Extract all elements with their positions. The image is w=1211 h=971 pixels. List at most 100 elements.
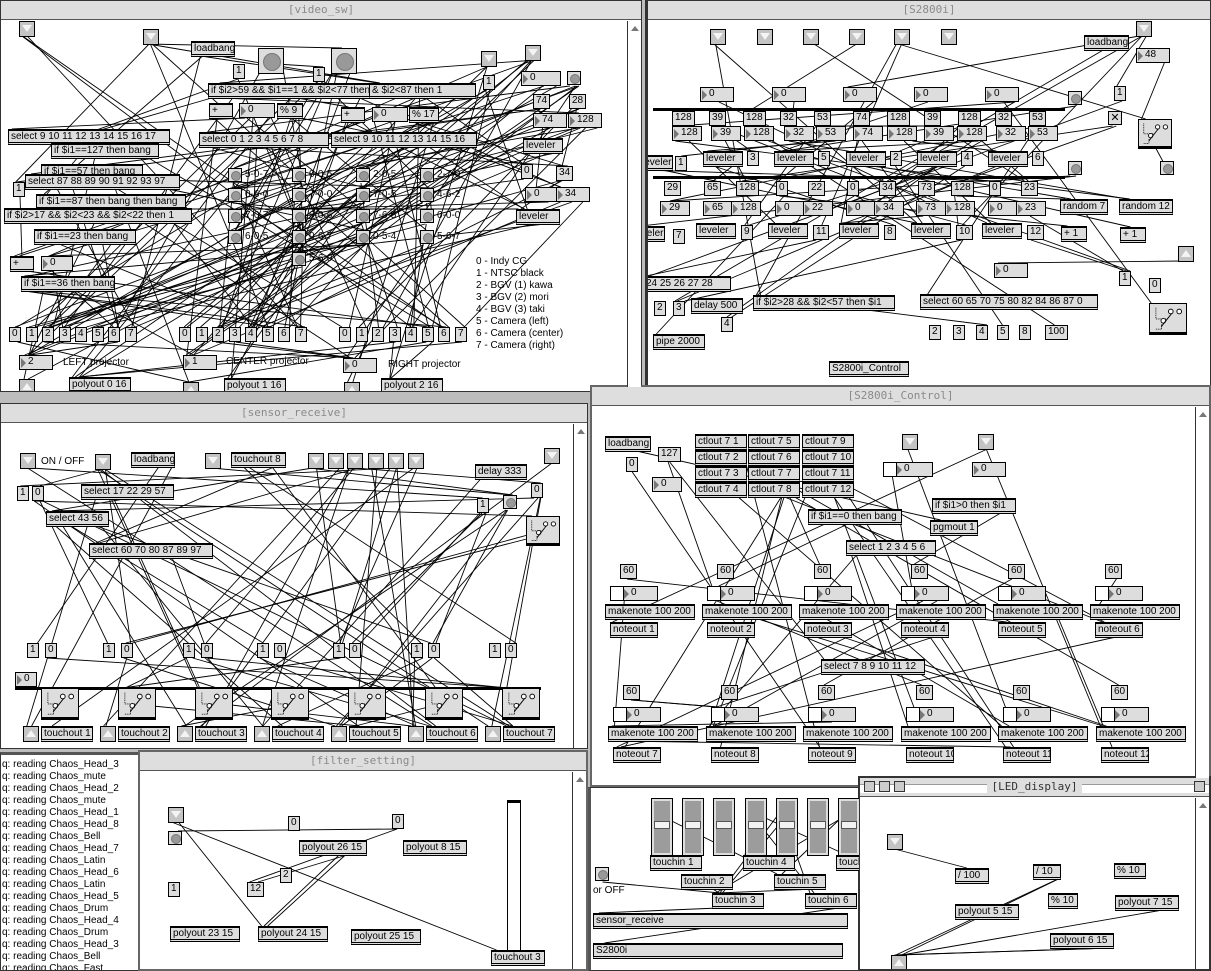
number-box[interactable]: 128	[672, 126, 702, 141]
message-box[interactable]: 2	[929, 325, 941, 340]
x-toggle[interactable]: ✕	[1108, 111, 1122, 125]
patch-cord[interactable]	[186, 117, 218, 356]
message-box[interactable]: 39	[924, 111, 942, 126]
message-box[interactable]: 1	[1119, 271, 1131, 286]
patch-cord[interactable]	[316, 467, 342, 644]
patch-cord[interactable]	[842, 636, 1107, 727]
message-box[interactable]: 29	[664, 181, 682, 196]
bang-button[interactable]	[168, 831, 182, 845]
max-object[interactable]: polyout 6 15	[1050, 933, 1114, 949]
max-object[interactable]: makenote 100 200	[799, 604, 889, 620]
message-box[interactable]: 3	[747, 151, 759, 166]
window-title-bar[interactable]: [S2800i_Control]	[592, 387, 1209, 406]
message-box[interactable]: 73	[918, 181, 936, 196]
max-object[interactable]: touchout 5	[349, 726, 401, 742]
max-object[interactable]: noteout 9	[808, 747, 856, 763]
max-object[interactable]: polyout 0 16	[69, 377, 131, 391]
message-box[interactable]: 4	[245, 327, 257, 342]
max-object[interactable]: + 1	[1061, 226, 1087, 242]
gate-switch[interactable]	[1149, 303, 1187, 335]
message-box[interactable]: 2	[372, 327, 384, 342]
patch-cord[interactable]	[239, 266, 296, 328]
message-box[interactable]: 7	[455, 327, 467, 342]
message-box[interactable]: 0	[392, 814, 404, 829]
stepper-number-box[interactable]: 0	[610, 586, 658, 601]
patch-cord[interactable]	[171, 557, 205, 644]
patch-cord[interactable]	[670, 175, 1071, 202]
bang-button[interactable]	[420, 230, 434, 244]
number-box[interactable]: 0	[775, 201, 805, 216]
number-box[interactable]: 34	[874, 201, 904, 216]
max-object[interactable]: leveler	[911, 223, 951, 239]
bang-button[interactable]	[595, 867, 609, 881]
bang-button[interactable]	[292, 188, 306, 202]
outlet-icon[interactable]	[485, 726, 501, 742]
inlet-icon[interactable]	[19, 21, 35, 37]
message-box[interactable]: 0	[847, 181, 859, 196]
message-box[interactable]: 128	[743, 111, 766, 126]
message-box[interactable]: 5	[997, 325, 1009, 340]
max-object[interactable]: select 0 1 2 3 4 5 6 7 8	[199, 132, 329, 148]
max-object[interactable]: touchin 1	[650, 855, 702, 871]
patch-cord[interactable]	[248, 466, 517, 644]
patch-cord[interactable]	[281, 657, 513, 727]
patch-cord[interactable]	[535, 127, 543, 188]
max-object[interactable]: noteout 10	[906, 747, 954, 763]
touch-slider[interactable]	[838, 798, 859, 856]
max-object[interactable]: touchout 3	[491, 950, 545, 966]
patch-cord[interactable]	[234, 146, 568, 167]
patch-cord[interactable]	[99, 467, 358, 544]
max-object[interactable]: select 17 22 29 57	[81, 484, 174, 500]
max-object[interactable]: leveler	[648, 226, 665, 242]
message-box[interactable]: 2	[42, 327, 54, 342]
inlet-icon[interactable]	[20, 453, 36, 469]
message-box[interactable]: 34	[556, 166, 574, 181]
message-box[interactable]: 3	[953, 325, 965, 340]
max-object[interactable]: ctlout 7 4	[695, 482, 747, 498]
message-box[interactable]: 60	[620, 564, 638, 579]
patch-cord[interactable]	[237, 78, 301, 231]
outlet-icon[interactable]	[183, 382, 199, 391]
max-object[interactable]: makenote 100 200	[993, 604, 1083, 620]
max-object[interactable]: S2800i_Control	[829, 361, 909, 377]
message-box[interactable]: 3	[389, 327, 401, 342]
outlet-icon[interactable]	[23, 726, 39, 742]
message-box[interactable]: 0	[201, 643, 213, 658]
message-box[interactable]: 34	[879, 181, 897, 196]
patch-cord[interactable]	[754, 812, 847, 856]
bang-button[interactable]	[228, 168, 242, 182]
max-object[interactable]: select 87 88 89 90 91 92 93 97	[25, 174, 180, 190]
message-box[interactable]: 0	[1149, 278, 1161, 293]
max-object[interactable]: makenote 100 200	[998, 726, 1088, 742]
outlet-icon[interactable]	[1178, 246, 1194, 262]
stepper-number-box[interactable]: 0	[883, 462, 933, 477]
message-box[interactable]: 1	[183, 643, 195, 658]
max-object[interactable]: makenote 100 200	[803, 726, 893, 742]
patch-cord[interactable]	[207, 657, 508, 689]
power-icon[interactable]	[894, 781, 905, 792]
message-box[interactable]: 128	[951, 181, 974, 196]
gate-switch[interactable]	[271, 688, 309, 720]
message-box[interactable]: 28	[569, 94, 587, 109]
max-object[interactable]: ctlout 7 9	[802, 434, 854, 450]
message-box[interactable]: 127	[658, 447, 681, 462]
stepper-number-box[interactable]: 0	[1003, 707, 1051, 722]
touch-slider[interactable]	[776, 798, 798, 856]
message-box[interactable]: 7	[295, 327, 307, 342]
patch-cord[interactable]	[360, 182, 379, 328]
message-box[interactable]: 1	[333, 643, 345, 658]
inlet-icon[interactable]	[894, 29, 910, 45]
inlet-icon[interactable]	[368, 453, 384, 469]
message-box[interactable]: 23	[1021, 181, 1039, 196]
max-object[interactable]: sensor_receive	[593, 913, 848, 929]
message-box[interactable]: 4	[976, 325, 988, 340]
max-object[interactable]: ctlout 7 1	[695, 434, 747, 450]
max-object[interactable]: noteout 7	[613, 747, 661, 763]
max-object[interactable]: makenote 100 200	[1090, 604, 1180, 620]
max-object[interactable]: ctlout 7 7	[748, 466, 800, 482]
inlet-icon[interactable]	[481, 51, 497, 67]
outlet-icon[interactable]	[891, 955, 907, 969]
patch-cord[interactable]	[648, 239, 817, 277]
message-box[interactable]: 0	[121, 643, 133, 658]
inlet-icon[interactable]	[757, 29, 773, 45]
